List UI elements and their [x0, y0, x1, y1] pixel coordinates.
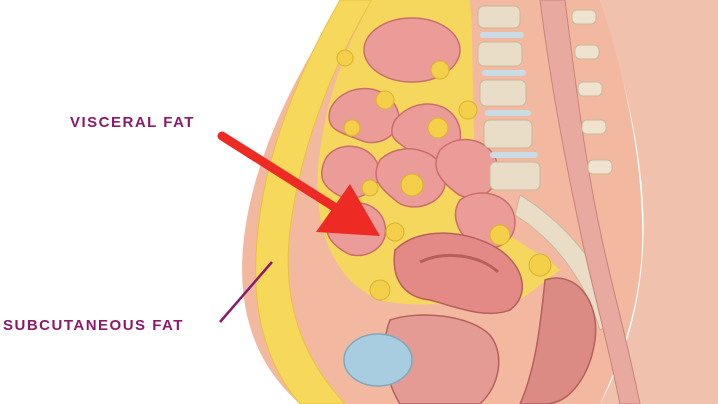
bladder — [343, 333, 413, 387]
uterus — [393, 232, 524, 315]
fat-globules — [336, 49, 552, 301]
spinal-canal — [539, 0, 641, 404]
red-arrow-icon — [217, 131, 380, 236]
visceral-fat-label: VISCERAL FAT — [70, 114, 195, 131]
spine — [477, 5, 621, 331]
subcutaneous-fat-label: SUBCUTANEOUS FAT — [3, 317, 184, 334]
vertebra-processes — [571, 9, 613, 175]
subcutaneous-leader-line — [219, 261, 273, 323]
uterus-cavity — [419, 253, 500, 274]
back-tissue — [470, 0, 718, 404]
subcutaneous-fat-layer — [255, 0, 373, 404]
rectum — [519, 277, 597, 404]
